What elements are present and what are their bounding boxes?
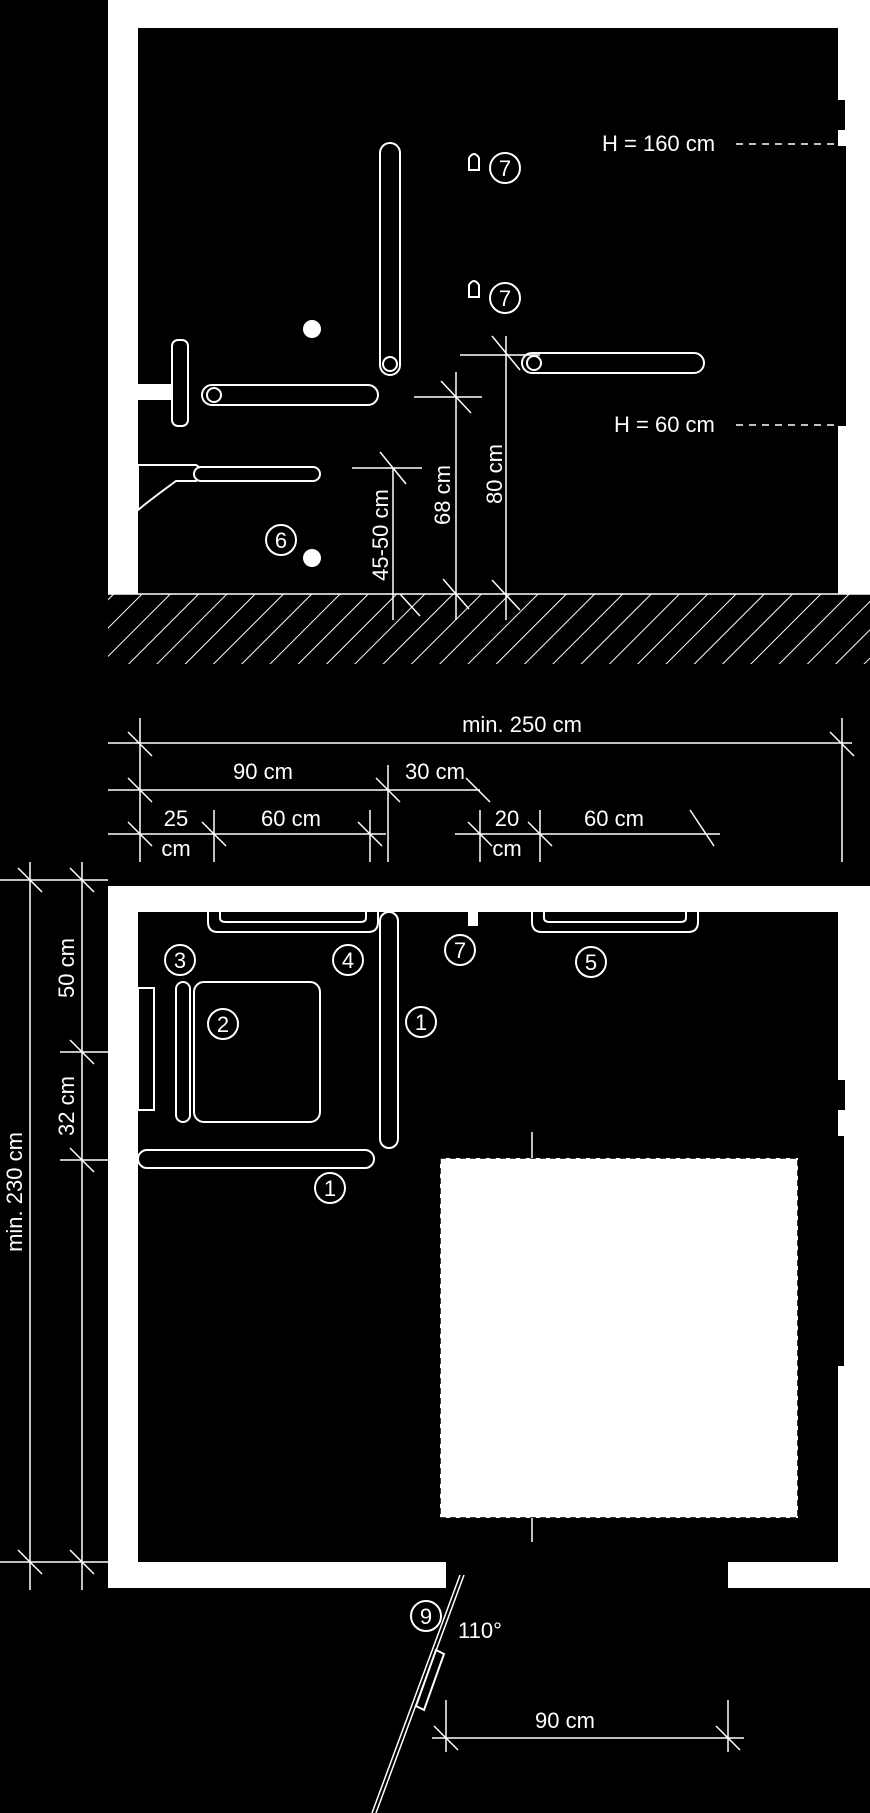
flush-button (303, 320, 321, 338)
plan-top-wall (108, 886, 870, 912)
sink-right-inner (543, 912, 687, 923)
outlet-stub (468, 912, 478, 926)
dim-left-b: 60 cm (261, 806, 321, 831)
marker-1-bottom-label: 1 (324, 1176, 336, 1201)
dim-gap: 30 cm (405, 759, 465, 784)
dim-right-a-unit: cm (492, 836, 521, 861)
marker-1-top (405, 1006, 437, 1038)
marker-7-upper (489, 152, 521, 184)
sink-left (207, 912, 379, 933)
door-angle-label: 110° (458, 1618, 502, 1643)
height-label-lower: H = 60 cm (614, 412, 715, 437)
marker-3 (164, 944, 196, 976)
grab-bar-vertical-plan (379, 911, 399, 1149)
dim-left-a-value: 25 (164, 806, 188, 831)
floor-hatch (108, 594, 870, 664)
sink-right (531, 912, 699, 933)
dim-seat-height: 45-50 cm (368, 489, 393, 581)
dim-lower-bar-height: 68 cm (430, 465, 455, 525)
toilet-cistern-plan (137, 987, 155, 1111)
marker-9 (410, 1600, 442, 1632)
door-width-tick-left (433, 1725, 459, 1751)
plan-outlet-notch (823, 1080, 845, 1110)
depth-sub-tick-top (69, 867, 95, 893)
marker-7-upper-label: 7 (499, 156, 511, 181)
dim-side-bar-height: 80 cm (482, 444, 507, 504)
horizontal-grab-bar-left (201, 384, 379, 406)
paper-holder (303, 549, 321, 567)
dim-door-width: 90 cm (535, 1708, 595, 1733)
elevation-view: 7 7 6 H = 160 cm H = 60 cm 45-50 cm 6 (108, 0, 870, 664)
dim-left-zone: 90 cm (233, 759, 293, 784)
toilet-tank (171, 339, 189, 427)
dim-total-depth: min. 230 cm (2, 1132, 27, 1252)
marker-9-label: 9 (420, 1604, 432, 1629)
dim-left-a-unit: cm (161, 836, 190, 861)
dim-middle-depth: 32 cm (54, 1076, 79, 1136)
marker-4-label: 4 (342, 948, 354, 973)
elevation-top-wall (108, 0, 870, 28)
turning-space (439, 1157, 799, 1519)
plan-right-cutout (834, 1136, 844, 1366)
marker-2-label: 2 (217, 1012, 229, 1037)
horizontal-grab-bar-right (521, 352, 705, 374)
marker-2 (207, 1008, 239, 1040)
marker-5 (575, 946, 607, 978)
height-label-upper: H = 160 cm (602, 131, 715, 156)
marker-6 (265, 524, 297, 556)
toilet-back-plan (175, 981, 191, 1123)
outlet-upper-notch (823, 100, 845, 130)
toilet-seat-plan (193, 981, 321, 1123)
marker-7-lower (489, 282, 521, 314)
right-wall-cutout (834, 146, 846, 426)
outlet-upper-icon (468, 153, 480, 171)
marker-7-plan (444, 934, 476, 966)
toilet-seat (193, 466, 321, 482)
marker-4 (332, 944, 364, 976)
dim-right-a-value: 20 (495, 806, 519, 831)
vertical-grab-bar (379, 142, 401, 376)
marker-1-bottom (314, 1172, 346, 1204)
marker-5-label: 5 (585, 950, 597, 975)
horizontal-dimensions: min. 250 cm 90 cm 30 cm 25 cm 60 cm 20 c… (108, 712, 855, 862)
elevation-left-wall (108, 0, 138, 594)
door-width-tick-right (715, 1725, 741, 1751)
door-leaf-inner (371, 1574, 461, 1813)
elevation-vertical-dimensions (352, 335, 540, 620)
depth-sub-tick-bottom (69, 1549, 95, 1575)
bar-end-right (526, 355, 542, 371)
toilet-pipe (138, 384, 174, 400)
marker-7-plan-label: 7 (454, 938, 466, 963)
grab-bar-horizontal-plan (137, 1149, 375, 1169)
depth-sub-tick-mid (69, 1039, 95, 1065)
depth-sub-tick-low (69, 1147, 95, 1173)
door-handle (414, 1648, 446, 1712)
marker-1-top-label: 1 (415, 1010, 427, 1035)
plan-bottom-wall-right (728, 1562, 870, 1588)
marker-6-label: 6 (275, 528, 287, 553)
plan-bottom-wall-left (108, 1562, 446, 1588)
outlet-lower-icon (468, 280, 480, 298)
bar-end-left (206, 387, 222, 403)
marker-3-label: 3 (174, 948, 186, 973)
toilet-bowl (137, 464, 204, 513)
vertical-bar-end (382, 356, 398, 372)
depth-total-tick-top (17, 867, 43, 893)
sink-left-inner (219, 912, 367, 923)
marker-7-lower-label: 7 (499, 286, 511, 311)
dim-total-width: min. 250 cm (462, 712, 582, 737)
dim-right-b: 60 cm (584, 806, 644, 831)
plan-left-wall (108, 886, 138, 1588)
plan-view: 1 1 2 3 4 5 7 9 110° 90 cm min. 230 cm (0, 862, 870, 1813)
dim-upper-depth: 50 cm (54, 938, 79, 998)
depth-total-tick-bottom (17, 1549, 43, 1575)
